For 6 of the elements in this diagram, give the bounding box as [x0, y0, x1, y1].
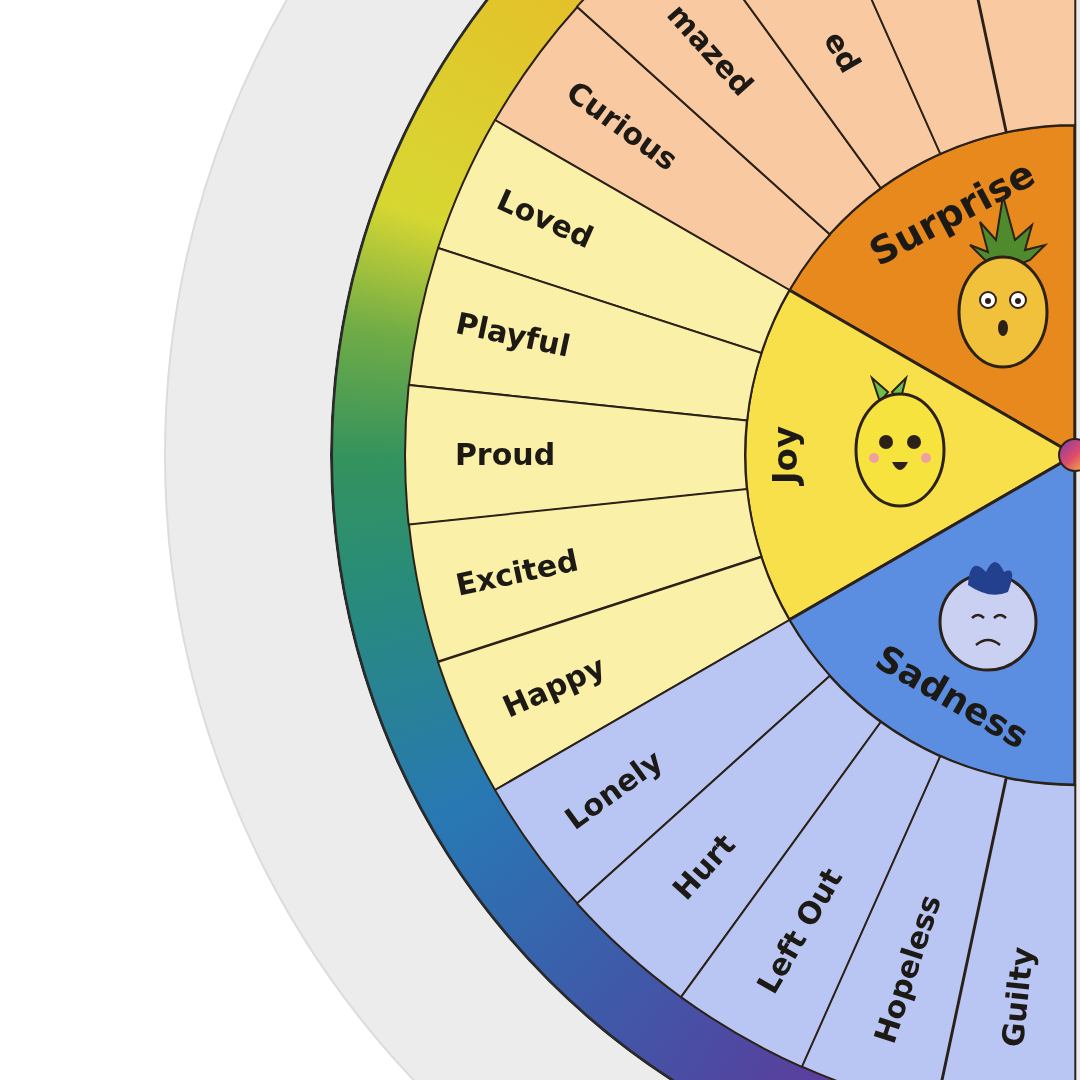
feeling-label: Excited: [453, 545, 582, 602]
feeling-label: Playful: [452, 308, 573, 363]
feeling-label: Guilty: [997, 945, 1039, 1049]
feeling-label: ed: [819, 26, 866, 78]
core-emotion-label: Joy: [768, 425, 802, 485]
feeling-label: Proud: [454, 440, 556, 470]
